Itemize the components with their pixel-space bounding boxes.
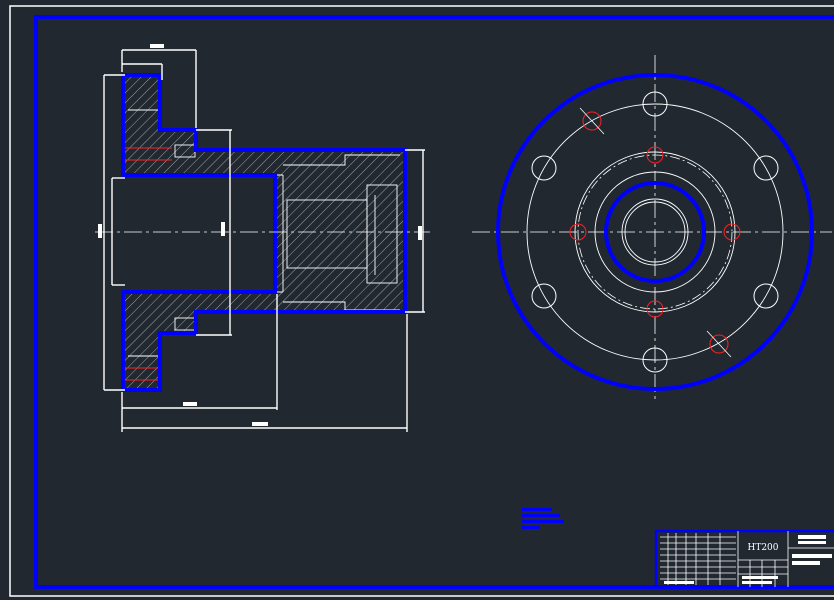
outer-flange-circle (496, 73, 814, 391)
bolt-circle-large (526, 103, 784, 361)
section-hatching (123, 75, 405, 390)
title-block (654, 529, 834, 589)
title-block-material: HT200 (747, 543, 779, 553)
hub-circle (574, 151, 736, 313)
hub-step-circle (594, 171, 716, 293)
bore-outer-circle (604, 181, 706, 283)
bolt-hole-section-lines (125, 147, 172, 381)
bolt-circle-small (577, 154, 733, 310)
section-view (95, 44, 430, 432)
tapped-hole-marks (579, 107, 732, 358)
bore-chamfer-circle (624, 201, 686, 263)
dimensions (103, 49, 425, 432)
tapped-holes (569, 111, 741, 354)
dimension-text-marks (98, 44, 422, 426)
inner-border (34, 15, 834, 589)
large-bolt-holes (531, 91, 779, 373)
outer-frame (9, 5, 834, 597)
part-outline (121, 73, 407, 392)
bore-inner-circle (621, 198, 689, 266)
technical-notes (522, 508, 564, 529)
front-view (472, 55, 832, 400)
